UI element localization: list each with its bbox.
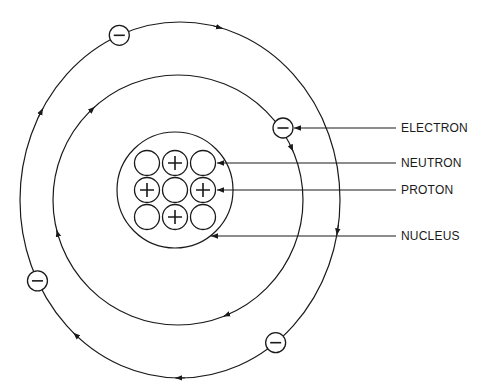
neutron-symbol (163, 178, 188, 203)
proton-symbol (191, 178, 216, 203)
electron-symbol (266, 333, 286, 353)
neutron-symbol (135, 205, 160, 230)
inner-orbit (53, 75, 303, 325)
electron-symbol (109, 25, 129, 45)
proton-symbol (163, 205, 188, 230)
orbit-arrow (290, 145, 293, 152)
leader-line (211, 235, 396, 236)
callout-label: ELECTRON (400, 121, 469, 135)
orbit-arrow (213, 26, 222, 29)
callout-label: PROTON (400, 183, 454, 197)
proton-symbol (135, 178, 160, 203)
proton-symbol (163, 151, 188, 176)
orbit-arrow (223, 314, 230, 317)
orbit-arrow (89, 107, 94, 112)
callout-label: NUCLEUS (400, 229, 461, 243)
orbit-arrow (175, 377, 185, 378)
electron-symbol (27, 271, 47, 291)
leader-line (217, 189, 396, 190)
callout-label: NEUTRON (400, 156, 463, 170)
electron-symbol (273, 118, 293, 138)
orbit-arrow (38, 108, 43, 117)
orbit-arrow (57, 230, 59, 237)
leader-line (294, 127, 396, 128)
orbit-arrow (337, 225, 339, 236)
orbit-arrow (73, 333, 80, 340)
nucleus-circle (117, 132, 233, 248)
neutron-symbol (191, 151, 216, 176)
neutron-symbol (135, 151, 160, 176)
neutron-symbol (191, 205, 216, 230)
outer-orbit (20, 22, 340, 378)
leader-line (217, 162, 396, 163)
